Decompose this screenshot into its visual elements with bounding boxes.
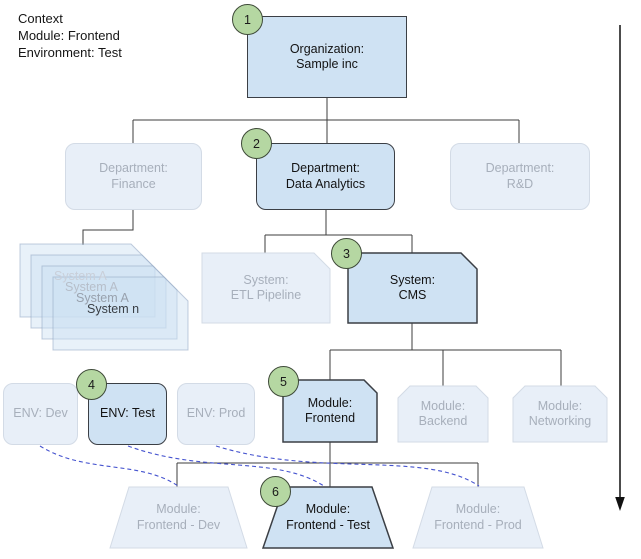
stack-item-label: System A: [76, 291, 129, 305]
chamfer-shape: [512, 385, 608, 443]
stack-cards-shape: [19, 243, 189, 351]
node-system-etl: System: ETL Pipeline: [201, 252, 331, 324]
step-badge-2-number: 2: [253, 136, 260, 151]
node-env-prod: ENV: Prod: [177, 383, 255, 445]
node-organization: Organization: Sample inc: [247, 16, 407, 98]
node-organization-label: Organization: Sample inc: [289, 41, 365, 71]
node-system-stack: System A System A System A System n: [19, 243, 190, 352]
trapezoid-shape: [412, 486, 544, 549]
context-annotation: Context Module: Frontend Environment: Te…: [18, 11, 122, 61]
card-shape: [347, 252, 478, 324]
node-dept-data-analytics-label: Department: Data Analytics: [285, 161, 366, 191]
trapezoid-shape: [109, 486, 248, 549]
node-dept-rd-label: Department: R&D: [485, 161, 555, 191]
step-badge-1-number: 1: [244, 12, 251, 27]
stack-item-label: System A: [54, 269, 107, 283]
stack-card: [52, 276, 189, 351]
step-badge-5: 5: [268, 366, 299, 397]
node-dept-finance: Department: Finance: [65, 143, 202, 210]
step-badge-6-number: 6: [272, 484, 279, 499]
node-env-prod-label: ENV: Prod: [186, 406, 246, 421]
step-badge-5-number: 5: [280, 374, 287, 389]
stack-card: [30, 254, 167, 329]
dashed-link-env-dev: [39, 445, 179, 487]
node-module-backend: Module: Backend: [397, 385, 489, 443]
node-module-frontend: Module: Frontend: [282, 379, 378, 443]
step-badge-2: 2: [241, 128, 272, 159]
stack-item-label: System A: [65, 280, 118, 294]
node-dept-data-analytics: Department: Data Analytics: [256, 143, 395, 210]
node-module-frontend-prod: Module: Frontend - Prod: [412, 486, 544, 549]
node-env-dev-label: ENV: Dev: [13, 406, 68, 421]
trapezoid-shape: [261, 486, 395, 549]
step-badge-4-number: 4: [88, 377, 95, 392]
node-dept-rd: Department: R&D: [450, 143, 590, 210]
step-badge-1: 1: [232, 4, 263, 35]
step-badge-4: 4: [76, 369, 107, 400]
edge-finance-stack: [82, 210, 134, 245]
node-module-networking: Module: Networking: [512, 385, 608, 443]
step-badge-6: 6: [260, 476, 291, 507]
timeline-arrow-head-icon: [615, 497, 625, 511]
stack-card: [41, 265, 178, 340]
node-system-cms: System: CMS: [347, 252, 478, 324]
stack-card: [19, 243, 156, 318]
chamfer-shape: [282, 379, 378, 443]
card-shape: [201, 252, 331, 324]
node-env-dev: ENV: Dev: [3, 383, 78, 445]
node-dept-finance-label: Department: Finance: [99, 161, 168, 191]
step-badge-3: 3: [331, 238, 362, 269]
node-module-frontend-dev: Module: Frontend - Dev: [109, 486, 248, 549]
step-badge-3-number: 3: [343, 246, 350, 261]
node-env-test-label: ENV: Test: [100, 406, 155, 421]
dashed-link-env-test: [127, 445, 325, 487]
stack-item-label: System n: [87, 302, 140, 316]
chamfer-shape: [397, 385, 489, 443]
